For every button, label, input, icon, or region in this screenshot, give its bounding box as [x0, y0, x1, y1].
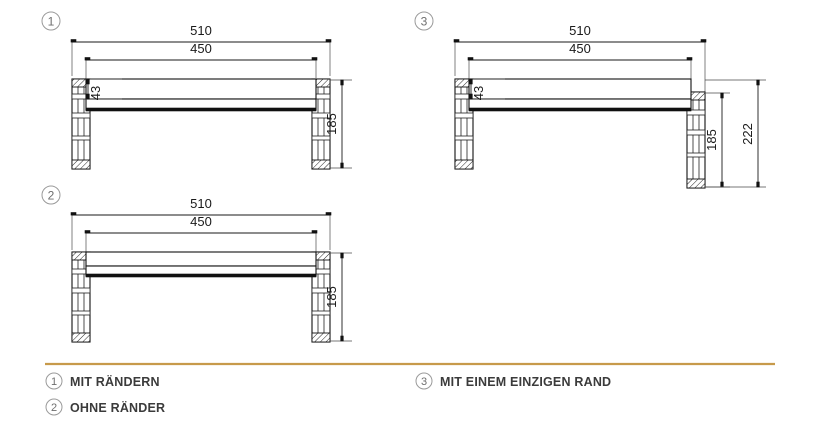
- legend-item-2-label: OHNE RÄNDER: [70, 400, 165, 415]
- figure-2-marker: 2: [41, 185, 61, 205]
- figure-1-dim-510-label: 510: [190, 23, 212, 38]
- figure-2-dim-450: 450: [84, 214, 318, 252]
- figure-1-dim-185-label: 185: [324, 113, 339, 135]
- figure-2-dim-185-label: 185: [324, 286, 339, 308]
- figure-1-dim-185: 185: [324, 79, 352, 169]
- figure-1-dim-43-label: 43: [88, 86, 103, 100]
- figure-3-with-single-border: 3 510 450: [414, 11, 766, 189]
- figure-1-dim-510: 510: [70, 23, 332, 76]
- figure-3-dim-510: 510: [453, 23, 707, 100]
- figure-3-dim-43: 43: [469, 78, 505, 100]
- figure-3-top-beam: [468, 78, 692, 112]
- figure-3-dim-510-label: 510: [569, 23, 591, 38]
- figure-3-right-post: [686, 91, 706, 189]
- legend-item-1-label: MIT RÄNDERN: [70, 374, 160, 389]
- figure-1-dim-43: 43: [86, 78, 122, 100]
- figure-2-top-beam: [85, 251, 317, 278]
- figure-2-dim-510-label: 510: [190, 196, 212, 211]
- figure-3-marker-label: 3: [421, 15, 428, 29]
- legend-item-1: 1 MIT RÄNDERN: [45, 372, 160, 390]
- figure-2-without-borders: 2 510 450: [41, 185, 352, 343]
- legend-item-2-marker: 2: [51, 402, 57, 414]
- legend: 1 MIT RÄNDERN 2 OHNE RÄNDER 3 MIT EINEM …: [45, 372, 611, 416]
- legend-item-3: 3 MIT EINEM EINZIGEN RAND: [415, 372, 611, 390]
- figure-1-with-borders: 1 510 450: [41, 11, 352, 170]
- figure-3-dim-450-label: 450: [569, 41, 591, 56]
- legend-item-2: 2 OHNE RÄNDER: [45, 398, 165, 416]
- figure-2-dim-185: 185: [324, 252, 352, 342]
- figure-2-marker-label: 2: [48, 189, 55, 203]
- legend-item-3-label: MIT EINEM EINZIGEN RAND: [440, 375, 611, 389]
- figure-2-dim-510: 510: [70, 196, 332, 250]
- legend-item-3-marker: 3: [421, 376, 427, 388]
- figure-3-marker: 3: [414, 11, 434, 31]
- figure-1-marker: 1: [41, 11, 61, 31]
- figure-2-dim-450-label: 450: [190, 214, 212, 229]
- figure-1-marker-label: 1: [48, 15, 55, 29]
- figure-1-dim-450-label: 450: [190, 41, 212, 56]
- figure-3-dim-185-label: 185: [704, 129, 719, 151]
- figure-3-dim-450: 450: [467, 41, 693, 96]
- figure-1-top-beam: [85, 78, 317, 112]
- figure-3-dim-43-label: 43: [471, 86, 486, 100]
- legend-item-1-marker: 1: [51, 376, 57, 388]
- figure-3-dim-222: 222: [705, 79, 766, 188]
- figure-3-dim-222-label: 222: [740, 123, 755, 145]
- figure-3-dim-185: 185: [704, 92, 730, 188]
